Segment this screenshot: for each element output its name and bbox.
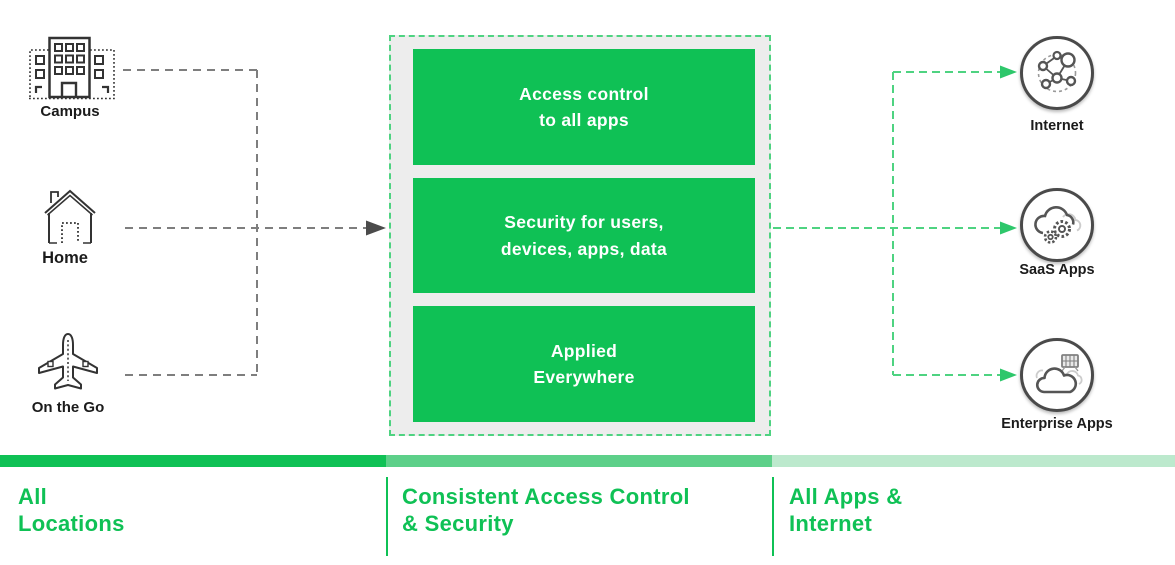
footer-label-line: Internet [789,511,873,536]
source-label-campus: Campus [40,103,100,120]
platform-box-line: Applied [550,340,618,361]
platform-box-applied-everywhere: Applied Everywhere [413,306,755,423]
platform-box-security: Security for users, devices, apps, data [413,177,755,294]
enterprise-cloud-server-icon [1035,354,1083,394]
destination-circle-enterprise [1020,338,1094,412]
footer-bar-segment-locations [0,455,386,467]
footer-bar-segment-apps [772,455,1175,467]
footer-bar-segment-security [386,455,772,467]
destination-label-saas: SaaS Apps [1019,262,1095,278]
footer-label-line: All [18,484,48,509]
campus-building-icon [29,36,115,100]
platform-box-line: Access control [519,83,649,104]
destination-circle-saas [1020,188,1094,262]
footer-separator [386,477,388,556]
destination-circle-internet [1020,36,1094,110]
platform-box-line: Security for users, [504,212,664,233]
platform-box-line: Everywhere [533,367,635,388]
platform-box-line: devices, apps, data [500,238,668,259]
saas-cloud-gears-icon [1034,206,1082,244]
source-label-on-the-go: On the Go [31,399,105,416]
footer-label-line: All Apps & [789,484,903,509]
home-icon [44,189,96,244]
source-label-home: Home [42,249,88,267]
platform-box-line: to all apps [539,109,629,130]
enterprise-arrowhead [1000,368,1017,382]
destination-label-internet: Internet [1030,118,1084,134]
footer-label-line: Consistent Access Control [402,484,690,509]
footer-label-consistent-access: Consistent Access Control & Security [402,483,690,537]
footer-separator [772,477,774,556]
internet-arrowhead [1000,65,1017,79]
platform-box-access-control: Access control to all apps [413,49,755,165]
saas-arrowhead [1000,221,1017,235]
internet-network-icon [1037,50,1077,93]
footer-label-all-locations: All Locations [18,483,125,537]
airplane-icon [38,333,98,390]
footer-label-all-apps-internet: All Apps & Internet [789,483,902,537]
platform-arrowhead [366,220,386,236]
platform-panel: Access control to all apps Security for … [389,35,771,436]
footer-label-line: & Security [402,511,514,536]
destination-label-enterprise: Enterprise Apps [1001,416,1113,432]
footer-label-line: Locations [18,511,125,536]
